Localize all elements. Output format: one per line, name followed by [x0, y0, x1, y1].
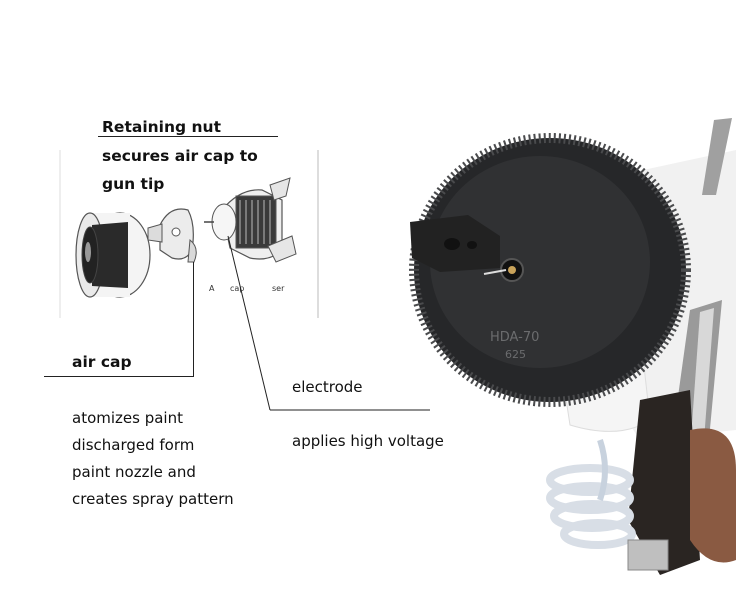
gun-model-number: 625	[505, 348, 526, 361]
air-cap-desc-3: paint nozzle and	[72, 463, 196, 481]
air-cap-icon	[147, 208, 197, 263]
retaining-nut-title: Retaining nut	[102, 118, 221, 136]
air-cap-title: air cap	[72, 353, 132, 371]
retaining-nut-line3: gun tip	[102, 175, 165, 193]
gun-model-text: HDA-70	[490, 330, 540, 345]
air-cap-leader	[193, 262, 194, 377]
retaining-nut-icon	[75, 212, 151, 298]
spray-gun-icon	[409, 118, 736, 575]
retaining-nut-underline	[98, 136, 278, 137]
inset-caption-cap: cap	[230, 284, 245, 293]
air-cap-desc-4: creates spray pattern	[72, 490, 234, 508]
electrode-title: electrode	[292, 378, 363, 396]
air-cap-desc-2: discharged form	[72, 436, 195, 454]
air-cap-underline	[44, 376, 194, 377]
inset-caption-ser: ser	[272, 284, 285, 293]
nozzle-assembly-icon	[204, 177, 297, 263]
electrode-desc: applies high voltage	[292, 432, 444, 450]
retaining-nut-line2: secures air cap to	[102, 147, 258, 165]
air-cap-desc-1: atomizes paint	[72, 409, 183, 427]
inset-caption-a: A	[209, 284, 215, 293]
